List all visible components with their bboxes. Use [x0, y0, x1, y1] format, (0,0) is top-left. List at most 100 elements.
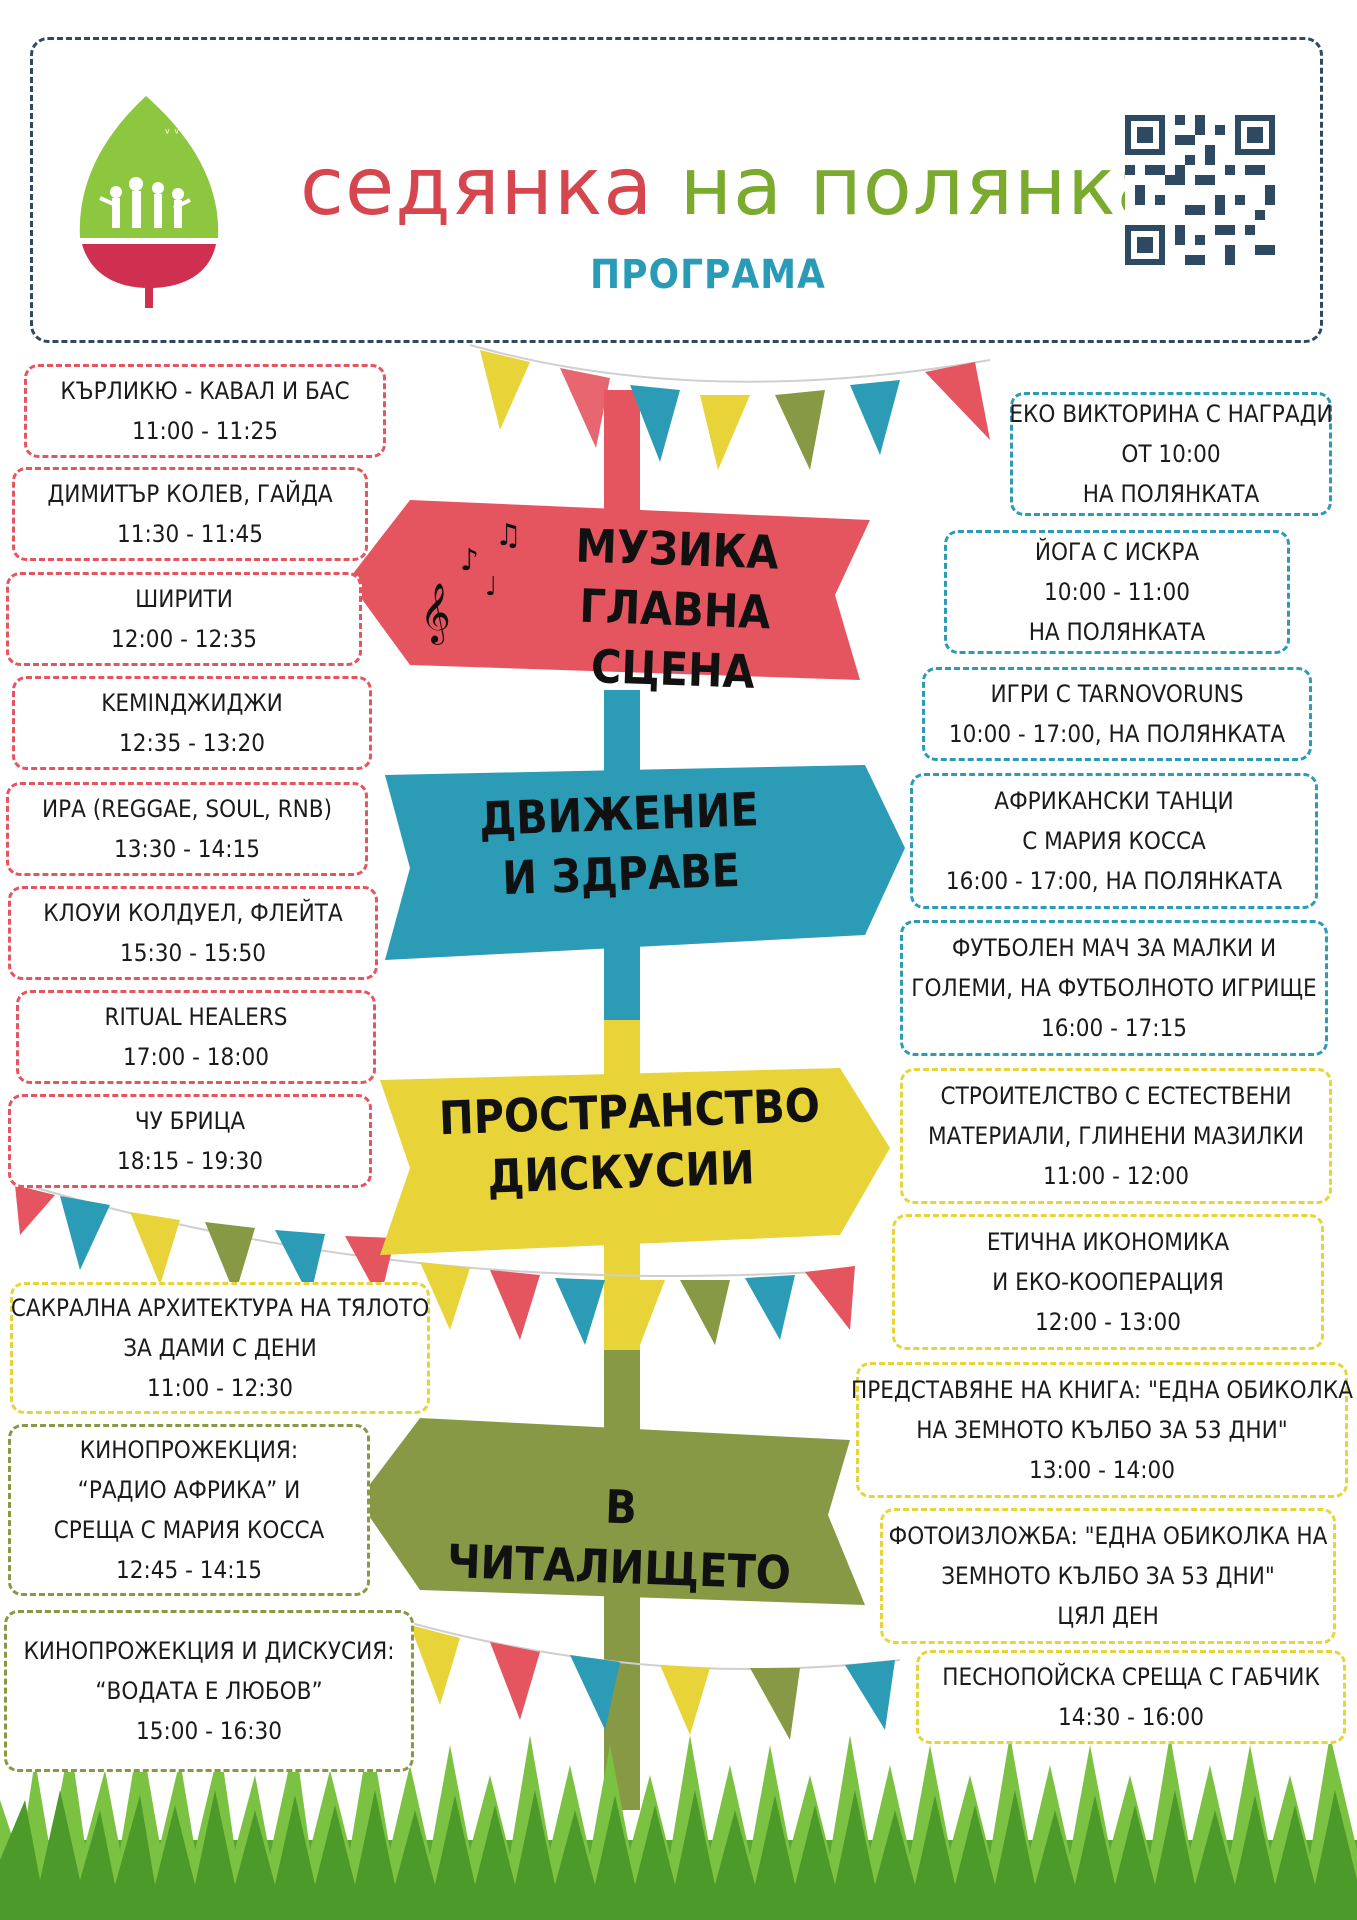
sign-discussions-label: ПРОСТРАНСТВО ДИСКУСИИ — [438, 1077, 821, 1209]
event-card: ИРА (Reggae, Soul, RnB) 13:30 - 14:15 — [6, 782, 368, 876]
event-card: Клоуи Колдуел, флейта 15:30 - 15:50 — [8, 886, 378, 980]
event-line: среща с Мария Косса — [53, 1516, 325, 1544]
sign-chitalishte — [358, 1418, 865, 1605]
svg-text:♩: ♩ — [485, 572, 497, 602]
event-line: Йога с Искра — [1034, 538, 1200, 566]
svg-text:ᵛ ᵛ: ᵛ ᵛ — [165, 126, 180, 142]
event-name: Клоуи Колдуел, флейта — [43, 899, 343, 927]
event-card: Кинопрожекция и дискусия: “Водата е любо… — [4, 1610, 414, 1772]
event-line: 10:00 - 11:00 — [1044, 578, 1190, 606]
sign-movement — [385, 765, 905, 960]
event-line: на полянката — [1028, 618, 1206, 646]
sign-movement-label: ДВИЖЕНИЕ И ЗДРАВЕ — [453, 779, 787, 910]
event-card: Еко викторина с награди от 10:00 на поля… — [1009, 392, 1333, 516]
event-line: Песнопойска среща с Габчик — [942, 1663, 1320, 1691]
event-name: Ritual Healers — [104, 1003, 288, 1031]
event-line: за дами с Дени — [123, 1334, 317, 1362]
event-card: Етична икономика и еко-кооперация 12:00 … — [892, 1214, 1324, 1350]
event-time: 17:00 - 18:00 — [123, 1043, 269, 1071]
event-time: 11:30 - 11:45 — [117, 520, 263, 548]
event-line: “Водата е любов” — [95, 1677, 323, 1705]
event-time: 18:15 - 19:30 — [117, 1147, 263, 1175]
event-line: 11:00 - 12:30 — [147, 1374, 293, 1402]
event-time: 12:00 - 12:35 — [111, 625, 257, 653]
event-card: Игри с TarnovoRuns 10:00 - 17:00, на пол… — [922, 667, 1312, 761]
event-line: Цял ден — [1057, 1602, 1159, 1630]
event-time: 15:30 - 15:50 — [120, 939, 266, 967]
page-title: седянка на полянка — [300, 140, 1166, 233]
event-card: Димитър Колев, гайда 11:30 - 11:45 — [12, 467, 368, 561]
event-name: ИРА (Reggae, Soul, RnB) — [41, 795, 333, 823]
event-line: 16:00 - 17:00, на полянката — [945, 867, 1283, 895]
sign-movement-line2: И ЗДРАВЕ — [501, 842, 741, 905]
event-name: Keminджиджи — [101, 689, 283, 717]
event-card: Чу Брица 18:15 - 19:30 — [8, 1094, 372, 1188]
event-line: 16:00 - 17:15 — [1041, 1014, 1187, 1042]
bunting-bottom — [399, 1619, 901, 1740]
bunting-top — [469, 344, 991, 470]
event-line: Фотоизложба: "Една обиколка на — [888, 1522, 1328, 1550]
event-card: Ширити 12:00 - 12:35 — [6, 572, 362, 666]
event-line: 13:00 - 14:00 — [1029, 1456, 1175, 1484]
title-part1: седянка — [300, 140, 654, 233]
event-line: 14:30 - 16:00 — [1058, 1703, 1204, 1731]
event-line: големи, на футболното игрище — [911, 974, 1317, 1002]
event-line: Представяне на книга: "Една обиколка — [851, 1376, 1353, 1404]
event-line: с Мария Косса — [1022, 827, 1206, 855]
event-line: 10:00 - 17:00, на полянката — [948, 720, 1286, 748]
event-line: Етична икономика — [986, 1228, 1230, 1256]
title-part2: на полянка — [679, 140, 1167, 233]
grass — [0, 1730, 1357, 1920]
page-subtitle: ПРОГРАМА — [590, 252, 826, 298]
event-card: Йога с Искра 10:00 - 11:00 на полянката — [944, 530, 1290, 654]
event-name: Кърликю - кавал и бас — [60, 377, 350, 405]
event-time: 11:00 - 11:25 — [132, 417, 278, 445]
event-line: “Радио Африка” и — [77, 1476, 301, 1504]
event-line: от 10:00 — [1121, 440, 1221, 468]
event-line: земното кълбо за 53 дни" — [941, 1562, 1275, 1590]
sign-music — [348, 500, 870, 680]
svg-text:♫: ♫ — [495, 518, 522, 553]
svg-text:𝄞: 𝄞 — [420, 583, 451, 645]
event-line: на земното кълбо за 53 дни" — [916, 1416, 1288, 1444]
logo: ᵛ ᵛ — [79, 96, 219, 308]
event-name: Ширити — [135, 585, 233, 613]
event-line: Игри с TarnovoRuns — [990, 680, 1244, 708]
header-frame — [30, 37, 1323, 343]
event-name: Димитър Колев, гайда — [47, 480, 333, 508]
event-card: Строителство с естествени материали, гли… — [900, 1068, 1332, 1204]
sign-discussions-line2: ДИСКУСИИ — [486, 1140, 756, 1204]
event-line: Африкански танци — [994, 787, 1234, 815]
event-card: Keminджиджи 12:35 - 13:20 — [12, 676, 372, 770]
music-notes-icon: 𝄞 ♪ ♫ ♩ — [420, 518, 522, 645]
sign-discussions — [380, 1068, 890, 1255]
event-line: Строителство с естествени — [940, 1082, 1292, 1110]
event-line: Футболен мач за малки и — [951, 934, 1277, 962]
event-line: 12:00 - 13:00 — [1035, 1308, 1181, 1336]
event-time: 12:35 - 13:20 — [119, 729, 265, 757]
logo-leaf-icon — [79, 96, 219, 238]
sign-music-label: МУЗИКА ГЛАВНА СЦЕНА — [502, 514, 848, 705]
sign-chitalishte-label: В ЧИТАЛИЩЕТО — [428, 1471, 812, 1604]
event-card: Сакрална архитектура на тялото за дами с… — [10, 1282, 430, 1414]
event-line: 15:00 - 16:30 — [136, 1717, 282, 1745]
sign-chitalishte-line1: В ЧИТАЛИЩЕТО — [446, 1479, 792, 1600]
event-card: Ritual Healers 17:00 - 18:00 — [16, 990, 376, 1084]
event-line: и еко-кооперация — [992, 1268, 1224, 1296]
event-line: Кинопрожекция и дискусия: — [23, 1637, 395, 1665]
event-line: материали, глинени мазилки — [927, 1122, 1305, 1150]
event-card: Футболен мач за малки и големи, на футбо… — [900, 920, 1328, 1056]
event-line: 11:00 - 12:00 — [1043, 1162, 1189, 1190]
event-card: Представяне на книга: "Една обиколка на … — [851, 1362, 1353, 1498]
event-line: Кинопрожекция: — [79, 1436, 299, 1464]
event-card: Африкански танци с Мария Косса 16:00 - 1… — [910, 773, 1318, 909]
qr-code — [1125, 115, 1275, 265]
event-card: Песнопойска среща с Габчик 14:30 - 16:00 — [916, 1650, 1346, 1744]
event-card: Кинопрожекция: “Радио Африка” и среща с … — [8, 1424, 370, 1596]
event-time: 13:30 - 14:15 — [114, 835, 260, 863]
event-card: Фотоизложба: "Една обиколка на земното к… — [880, 1508, 1336, 1644]
event-card: Кърликю - кавал и бас 11:00 - 11:25 — [24, 364, 386, 458]
event-name: Чу Брица — [134, 1107, 246, 1135]
event-line: Еко викторина с награди — [1009, 400, 1333, 428]
